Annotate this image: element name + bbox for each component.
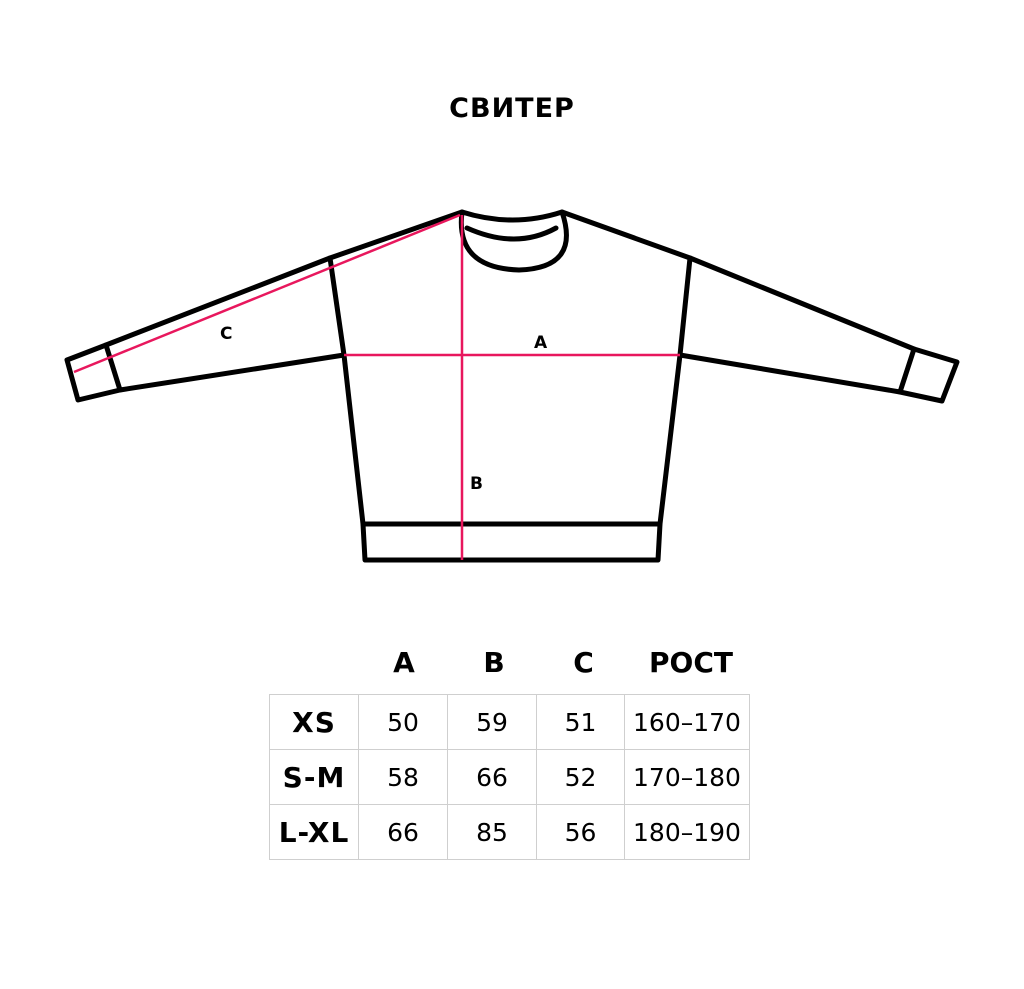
size-name: L-XL [269, 804, 359, 860]
table-cell: 170–180 [624, 749, 750, 805]
label-b: B [470, 474, 483, 494]
table-cell: 85 [447, 804, 537, 860]
column-header-b: B [483, 646, 505, 679]
column-header-a: A [393, 646, 415, 679]
table-cell: 59 [447, 694, 537, 750]
table-cell: 160–170 [624, 694, 750, 750]
column-header-height: РОСТ [649, 646, 733, 679]
table-row: XS 50 59 51 160–170 [269, 694, 750, 750]
size-table: XS 50 59 51 160–170 S-M 58 66 52 170–180… [269, 694, 750, 860]
label-c: C [220, 324, 232, 344]
sweater-left-sleeve [103, 255, 347, 393]
page-title: СВИТЕР [449, 93, 575, 124]
sweater-right-sleeve [677, 255, 917, 395]
sweater-body-outline [327, 209, 693, 527]
table-cell: 180–190 [624, 804, 750, 860]
size-name: S-M [269, 749, 359, 805]
size-name: XS [269, 694, 359, 750]
table-cell: 66 [358, 804, 448, 860]
table-cell: 51 [536, 694, 625, 750]
table-cell: 56 [536, 804, 625, 860]
sweater-right-cuff [897, 346, 960, 404]
table-row: S-M 58 66 52 170–180 [269, 749, 750, 805]
table-cell: 50 [358, 694, 448, 750]
table-cell: 52 [536, 749, 625, 805]
sweater-collar-inner [464, 225, 559, 242]
table-cell: 66 [447, 749, 537, 805]
table-cell: 58 [358, 749, 448, 805]
sweater-hem-band [360, 521, 663, 563]
measure-line-c [73, 213, 461, 374]
column-header-c: C [573, 646, 594, 679]
sweater-left-cuff [64, 342, 123, 403]
label-a: A [534, 333, 548, 353]
table-row: L-XL 66 85 56 180–190 [269, 804, 750, 860]
sweater-collar [458, 209, 569, 273]
